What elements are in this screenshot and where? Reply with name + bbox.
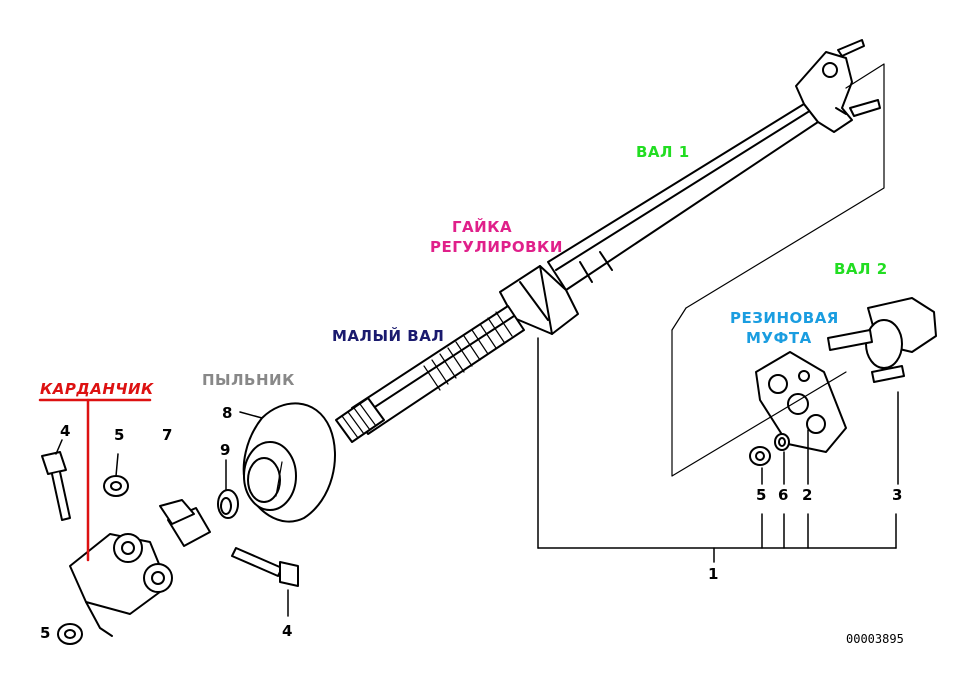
part-number-5-right: 5 [756, 486, 767, 504]
lower-shaft-flange [827, 297, 937, 383]
label-rezinovaya-line2: МУФТА [746, 329, 812, 347]
part-number-8: 8 [222, 404, 233, 422]
part-number-7: 7 [162, 426, 173, 444]
part-number-6: 6 [778, 486, 789, 504]
label-val2: ВАЛ 2 [834, 260, 888, 278]
rubber-coupling [755, 351, 847, 453]
bolt-4-upper [41, 439, 71, 521]
small-shaft [335, 305, 525, 443]
part-number-5-lower: 5 [40, 624, 51, 642]
main-shaft [547, 39, 881, 291]
washer-6 [774, 433, 790, 451]
label-gayka-line2: РЕГУЛИРОВКИ [430, 238, 563, 256]
part-number-2: 2 [802, 486, 813, 504]
catalog-number: 00003895 [846, 632, 904, 646]
label-rezinovaya-line1: РЕЗИНОВАЯ [730, 309, 839, 327]
dust-boot [239, 402, 336, 523]
part-number-3: 3 [892, 486, 903, 504]
nut-5-lower [57, 623, 83, 645]
label-gayka-line1: ГАЙКА [452, 218, 513, 236]
assembly-outline [671, 63, 885, 477]
part-number-4-upper: 4 [60, 422, 71, 440]
part-number-4-lower: 4 [282, 622, 293, 640]
part-number-5-upper: 5 [114, 426, 125, 444]
nut-5-upper [103, 453, 129, 497]
washer-9 [217, 459, 239, 519]
label-pylnik: ПЫЛЬНИК [202, 371, 295, 389]
kardanchik-bracket [38, 398, 152, 562]
nut-5-right [749, 446, 771, 466]
part-number-1: 1 [708, 565, 719, 583]
part-number-9: 9 [220, 441, 231, 459]
bracket-1 [537, 337, 899, 563]
label-malyi-val: МАЛЫЙ ВАЛ [332, 327, 445, 345]
universal-joint [69, 499, 211, 637]
bolt-4-lower [231, 547, 299, 617]
label-kardanchik: КАРДАНЧИК [40, 380, 154, 398]
label-val1: ВАЛ 1 [636, 143, 690, 161]
